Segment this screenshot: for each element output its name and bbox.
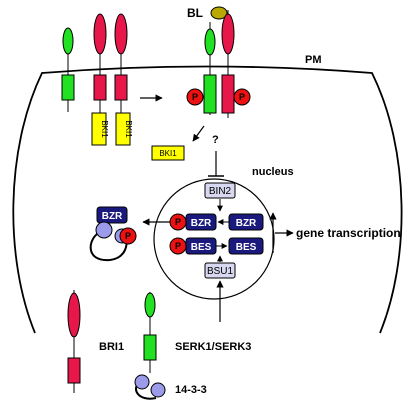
serk-receptor-active: [203, 22, 217, 115]
bki1-released: BKI1: [151, 145, 185, 161]
unknown-mechanism-label: ?: [212, 134, 219, 146]
bki1-bound-2: BKI1: [115, 112, 133, 146]
svg-text:BKI1: BKI1: [159, 149, 177, 158]
bzr-phosphorylated: P BZR: [169, 213, 217, 231]
svg-text:BES: BES: [191, 242, 212, 253]
pm-label: PM: [305, 54, 322, 66]
bzr-1433-complex: BZR P: [89, 206, 137, 262]
bes-phosphorylated: P BES: [169, 237, 217, 255]
svg-text:P: P: [192, 92, 198, 102]
legend-14-3-3: 14-3-3: [134, 374, 207, 400]
bl-ligand: [210, 6, 228, 20]
gene-transcription-label: gene transcription: [296, 226, 401, 240]
bl-label: BL: [187, 6, 203, 20]
plasma-membrane: [12, 65, 403, 334]
svg-text:14-3-3: 14-3-3: [175, 384, 207, 396]
nucleus: [153, 178, 275, 300]
svg-text:BZR: BZR: [102, 211, 123, 222]
svg-text:BIN2: BIN2: [209, 186, 232, 197]
phospho-bri1: P: [233, 88, 251, 106]
svg-text:SERK1/SERK3: SERK1/SERK3: [175, 341, 251, 353]
bzr-active: BZR: [228, 213, 264, 231]
bki1-release-arrow: [192, 125, 205, 142]
bki1-bound-1: BKI1: [91, 112, 109, 146]
svg-text:P: P: [175, 217, 181, 227]
svg-text:BES: BES: [236, 242, 257, 253]
svg-text:P: P: [239, 92, 245, 102]
svg-text:BKI1: BKI1: [100, 120, 109, 138]
svg-text:BRI1: BRI1: [99, 341, 124, 353]
bri1-receptor-left-1: [93, 13, 107, 115]
legend-bri1: BRI1: [67, 290, 124, 393]
svg-text:BZR: BZR: [191, 218, 212, 229]
bes-active: BES: [228, 237, 264, 255]
svg-text:BZR: BZR: [236, 218, 257, 229]
bsu1-phosphatase: BSU1: [204, 262, 236, 279]
svg-text:P: P: [125, 231, 131, 241]
svg-text:BSU1: BSU1: [207, 266, 234, 277]
phospho-serk: P: [186, 88, 204, 106]
legend-serk: SERK1/SERK3: [143, 292, 251, 373]
bri1-receptor-left-2: [114, 13, 128, 115]
serk-receptor-left: [61, 27, 75, 112]
svg-text:P: P: [175, 241, 181, 251]
svg-text:BKI1: BKI1: [124, 120, 133, 138]
nucleus-label: nucleus: [252, 166, 294, 178]
bin2-kinase: BIN2: [204, 182, 236, 199]
bri1-receptor-active: [221, 10, 235, 118]
